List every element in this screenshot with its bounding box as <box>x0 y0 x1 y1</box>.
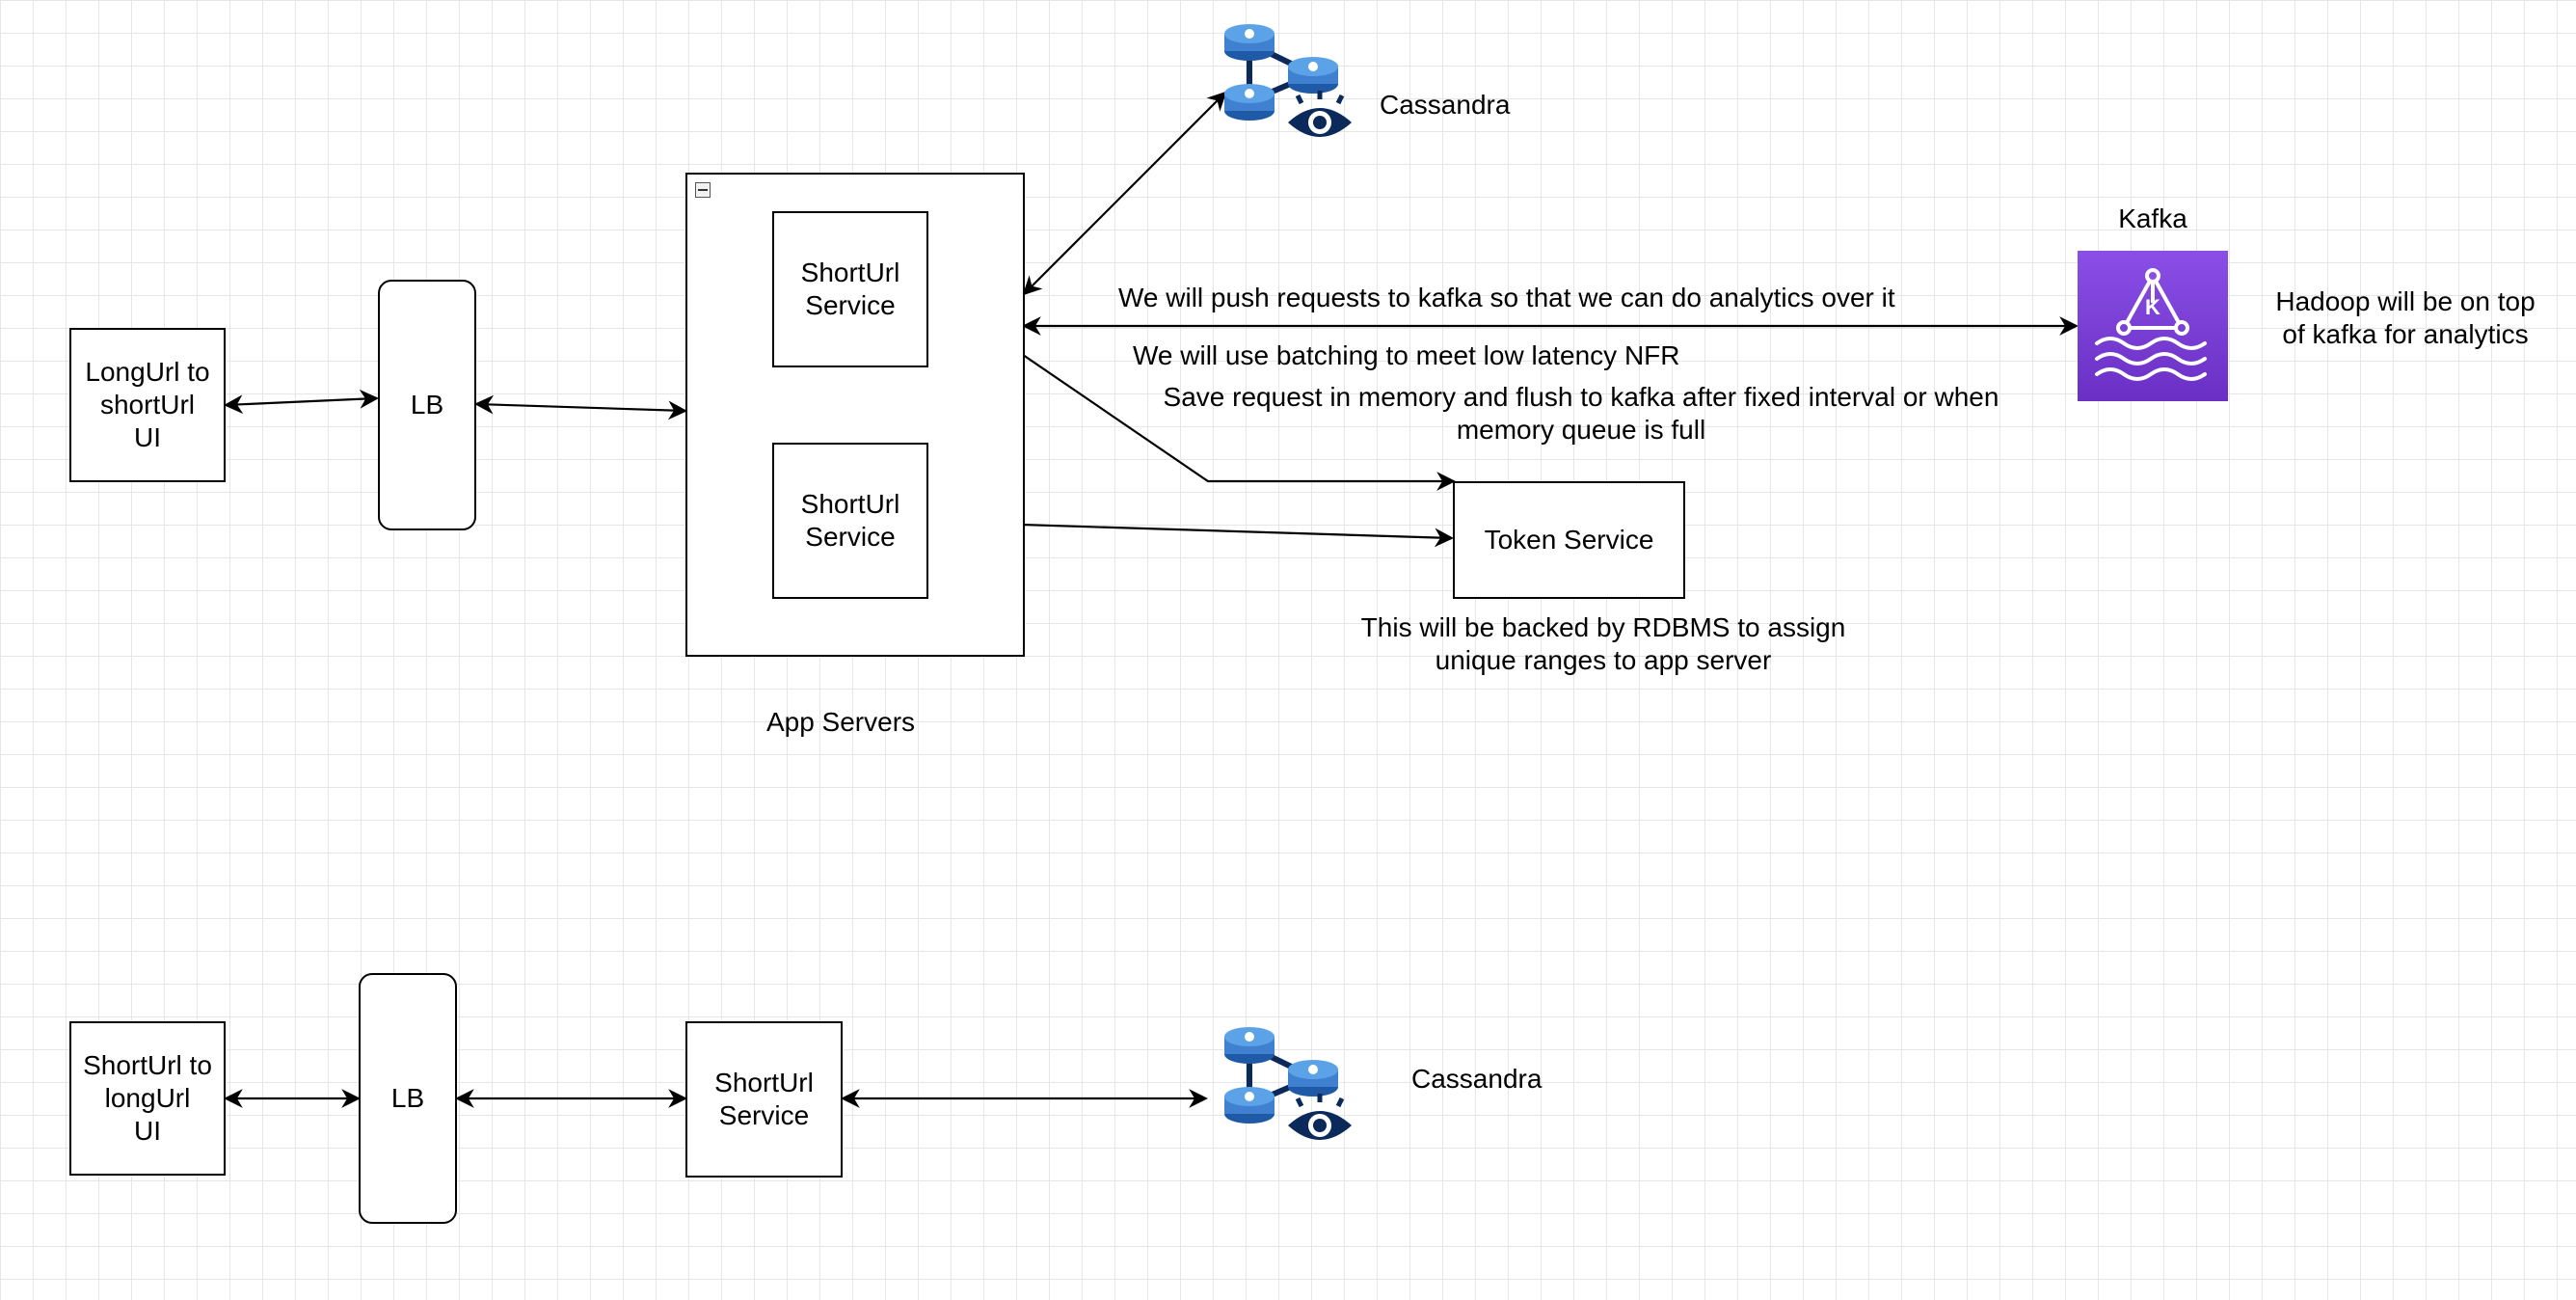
cassandra-icon <box>1224 24 1352 137</box>
shorturl-service-box-2[interactable]: ShortUrl Service <box>772 443 928 599</box>
cassandra-icon <box>1224 1027 1352 1140</box>
shorturl-service-box-bottom[interactable]: ShortUrl Service <box>685 1021 843 1178</box>
kafka-label: Kafka <box>2118 203 2187 233</box>
edge-appservers-cassandra <box>1022 91 1227 296</box>
load-balancer-bottom[interactable]: LB <box>359 973 457 1224</box>
collapse-toggle-icon[interactable] <box>695 182 711 198</box>
edge-lb-appservers <box>474 394 687 420</box>
note-batching: We will use batching to meet low latency… <box>1133 340 1680 370</box>
cassandra-label-top: Cassandra <box>1380 90 1511 120</box>
load-balancer-top[interactable]: LB <box>378 280 476 530</box>
cassandra-label-bottom: Cassandra <box>1411 1064 1543 1094</box>
note-hadoop: Hadoop will be on top of kafka for analy… <box>2275 286 2536 349</box>
svg-text:K: K <box>2145 295 2160 319</box>
note-flush: Save request in memory and flush to kafk… <box>1163 382 1999 445</box>
app-servers-label: App Servers <box>765 707 916 737</box>
note-rdbms: This will be backed by RDBMS to assign u… <box>1360 612 1846 675</box>
shorturl-service-box-1[interactable]: ShortUrl Service <box>772 211 928 367</box>
shorturl-to-longurl-ui-box[interactable]: ShortUrl to longUrl UI <box>69 1021 226 1176</box>
token-service-box[interactable]: Token Service <box>1453 481 1685 599</box>
note-kafka-push: We will push requests to kafka so that w… <box>1118 283 1895 312</box>
longurl-to-shorturl-ui-box[interactable]: LongUrl to shortUrl UI <box>69 328 226 482</box>
kafka-icon: K <box>2078 251 2228 401</box>
edge-client-lb-top <box>224 389 379 415</box>
